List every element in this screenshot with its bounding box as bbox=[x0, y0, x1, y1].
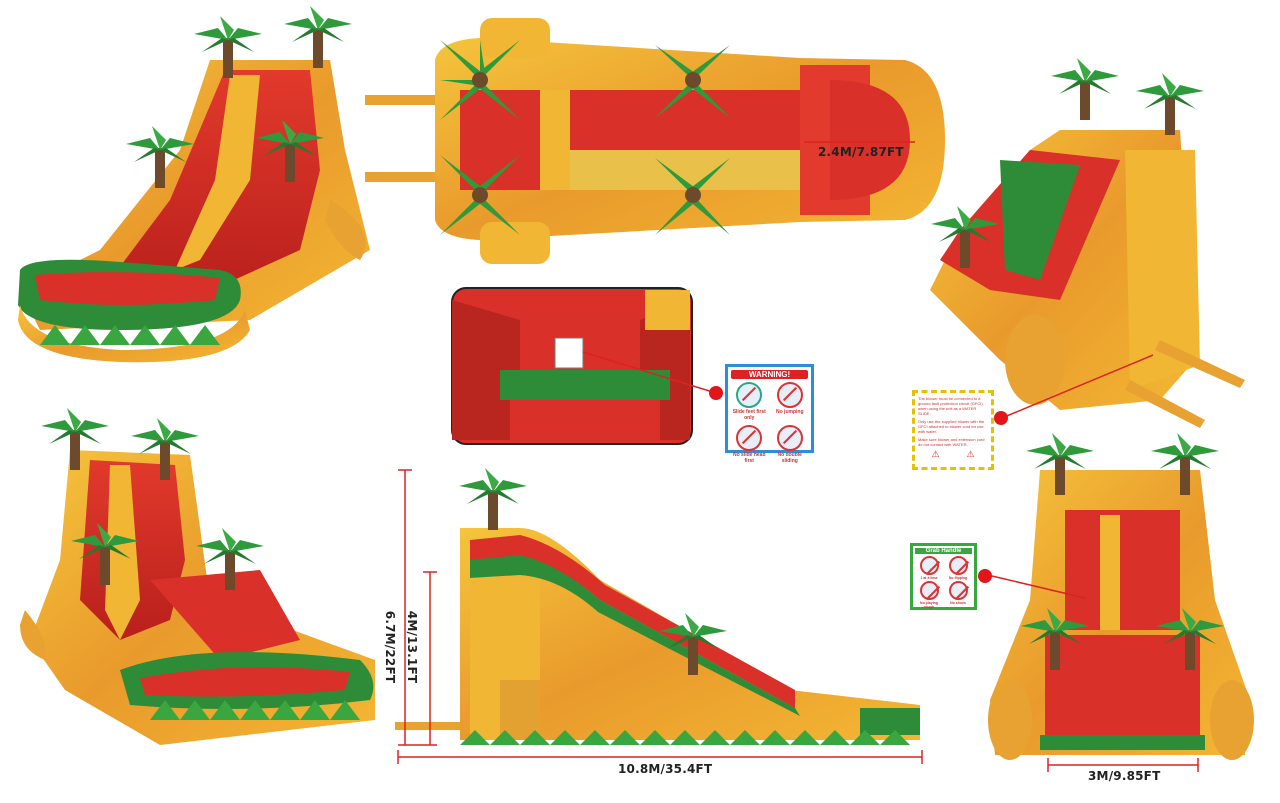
callout-dot-grab-handle bbox=[978, 569, 992, 583]
warning-triangle-icon: ⚠ bbox=[931, 449, 940, 459]
warning-caption: No jumping bbox=[776, 409, 804, 415]
slide-front-view bbox=[988, 433, 1254, 760]
warning-icon-cell: No slide head first bbox=[731, 425, 768, 464]
slide-side-elevation bbox=[395, 468, 920, 745]
front-width-label: 3M/9.85FT bbox=[1088, 769, 1161, 783]
no-shoes-icon bbox=[948, 581, 968, 600]
grab-handle-sign-title: Grab Handle bbox=[915, 548, 972, 554]
dimension-lines bbox=[397, 141, 1199, 772]
no-jumping-icon bbox=[776, 382, 803, 408]
no-double-sliding-icon bbox=[776, 425, 803, 451]
grab-caption: No playing rough bbox=[920, 601, 938, 609]
warning-sign-icons: Slide feet first only No jumping No slid… bbox=[731, 382, 808, 464]
grab-icon-cell: No playing rough bbox=[915, 581, 943, 609]
warning-triangle-icons: ⚠ ⚠ bbox=[918, 449, 988, 460]
warning-icon-cell: Slide feet first only bbox=[731, 382, 768, 421]
rule-line: Only use the supplied blower with the GF… bbox=[918, 419, 985, 434]
grab-caption: No shoes bbox=[950, 601, 966, 605]
slide-perspective-front-left bbox=[18, 6, 370, 363]
slide-perspective-back-right bbox=[930, 58, 1245, 428]
no-head-first-icon bbox=[736, 425, 763, 451]
rule-line: The blower must be connected to a ground… bbox=[918, 396, 983, 416]
no-rough-play-icon bbox=[919, 581, 939, 600]
slide-perspective-front-right bbox=[20, 408, 375, 745]
warning-sign-title: WARNING! bbox=[731, 370, 808, 379]
grab-handle-icons: 1 at a time No flipping No playing rough… bbox=[915, 556, 972, 609]
grab-caption: No flipping bbox=[948, 576, 968, 580]
callout-dot-warning bbox=[709, 386, 723, 400]
warning-caption: No double sliding bbox=[777, 452, 802, 464]
warning-caption: Slide feet first only bbox=[732, 409, 766, 421]
slide-feet-first-icon bbox=[736, 382, 763, 408]
grab-icon-cell: No flipping bbox=[944, 556, 972, 580]
warning-triangle-icon: ⚠ bbox=[966, 449, 975, 459]
callout-dot-rules bbox=[994, 411, 1008, 425]
total-height-label: 6.7M/22FT bbox=[383, 610, 397, 684]
length-label: 10.8M/35.4FT bbox=[618, 762, 713, 776]
no-flipping-icon bbox=[948, 556, 968, 575]
warning-sign: WARNING! Slide feet first only No jumpin… bbox=[725, 364, 814, 464]
one-at-a-time-icon bbox=[919, 556, 939, 575]
warning-icon-cell: No jumping bbox=[772, 382, 809, 421]
inset-zoom-panel bbox=[451, 287, 693, 445]
grab-caption: 1 at a time bbox=[920, 576, 938, 580]
slide-top-view bbox=[365, 18, 945, 264]
warning-icon-cell: No double sliding bbox=[772, 425, 809, 464]
rule-line: Make sure blower and extension cord do n… bbox=[918, 437, 985, 447]
top-width-label: 2.4M/7.87FT bbox=[818, 145, 904, 159]
grab-handle-sign: Grab Handle 1 at a time No flipping No p… bbox=[910, 543, 977, 610]
warning-caption: No slide head first bbox=[732, 452, 766, 464]
safety-rules-sign: The blower must be connected to a ground… bbox=[912, 390, 994, 470]
platform-height-label: 4M/13.1FT bbox=[405, 610, 419, 684]
grab-icon-cell: No shoes bbox=[944, 581, 972, 609]
grab-icon-cell: 1 at a time bbox=[915, 556, 943, 580]
